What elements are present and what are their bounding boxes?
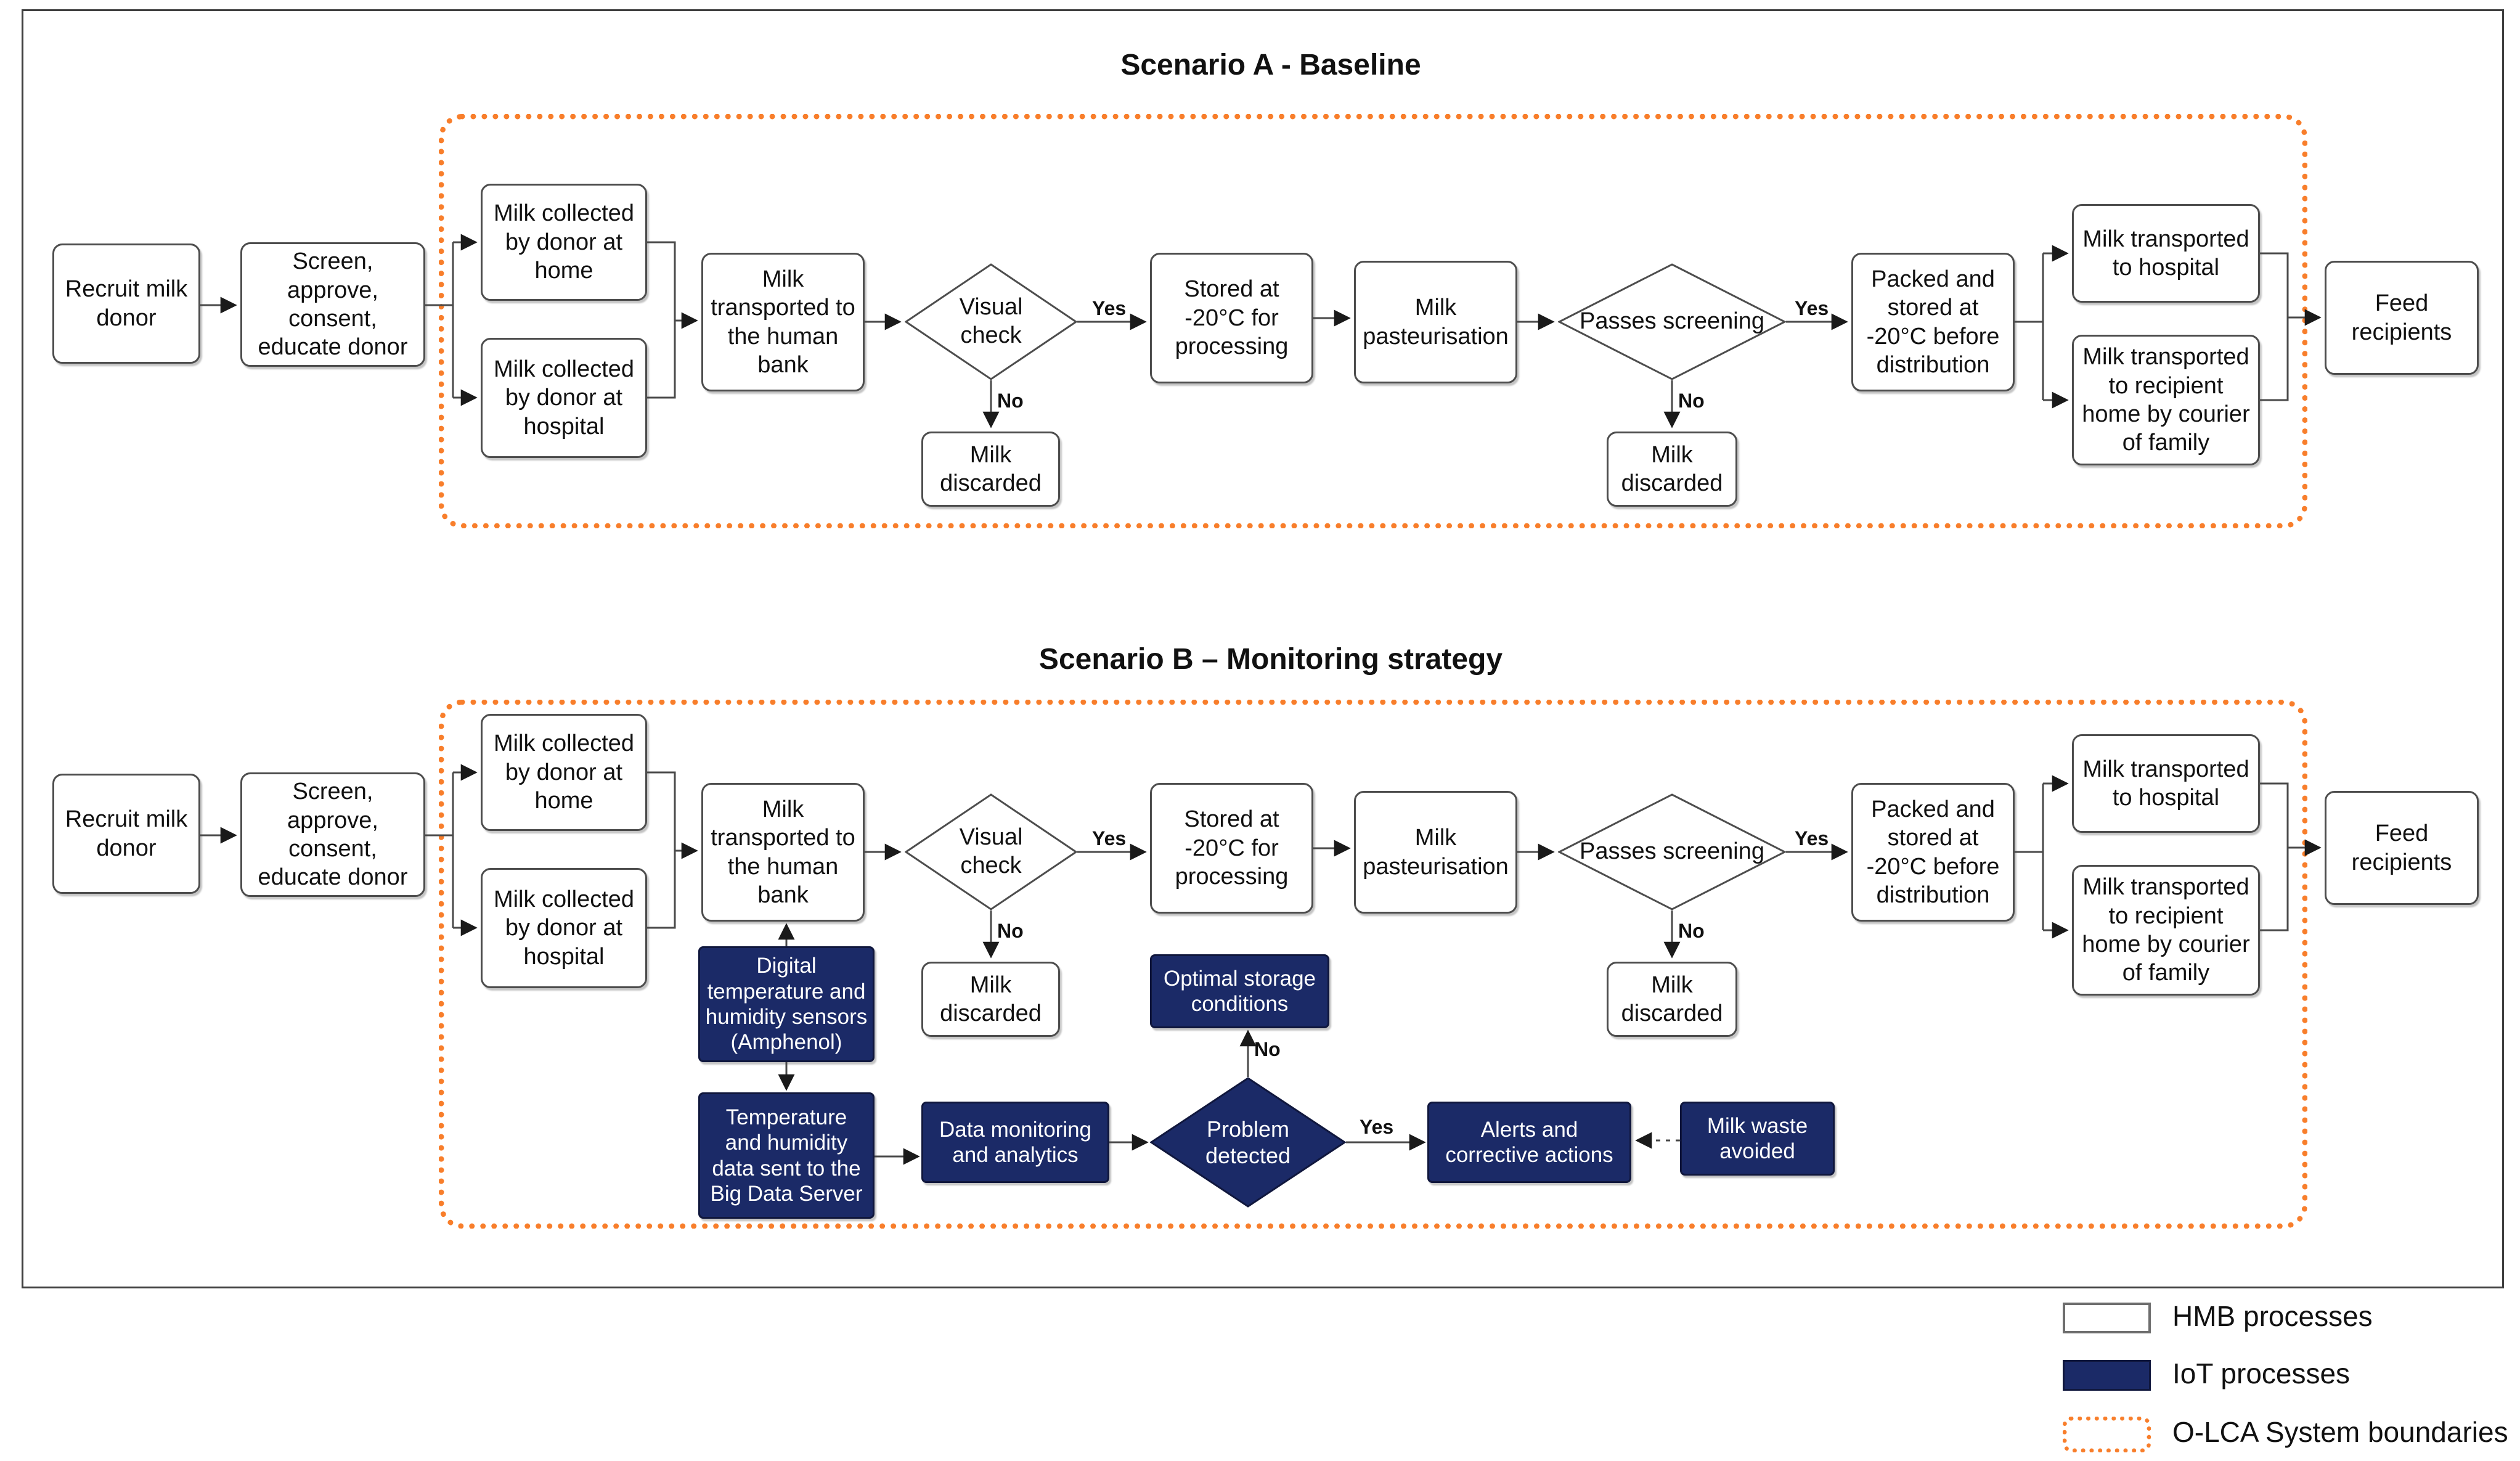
milk-transported-bank-b: Milk transported to the human bank (701, 783, 865, 922)
milk-collected-hospital-b: Milk collected by donor at hospital (481, 868, 647, 988)
milk-collected-home-b: Milk collected by donor at home (481, 714, 647, 831)
data-monitoring-analytics-iot: Data monitoring and analytics (921, 1102, 1109, 1183)
passes-screening-decision-b: Passes screening (1558, 793, 1786, 911)
no-label-screening-b: No (1678, 920, 1705, 942)
alerts-corrective-actions-iot: Alerts and corrective actions (1427, 1102, 1631, 1183)
diamond-shape (905, 793, 1077, 911)
legend-iot-label: IoT processes (2172, 1357, 2351, 1389)
legend-hmb-swatch (2063, 1303, 2151, 1333)
olca-boundary-scenario-b (439, 700, 2307, 1229)
diamond-shape (1150, 1077, 1346, 1208)
milk-transported-recipient-b: Milk transported to recipient home by co… (2072, 865, 2260, 996)
milk-discarded-screening-a: Milk discarded (1607, 432, 1737, 507)
milk-collected-hospital-a: Milk collected by donor at hospital (481, 338, 647, 458)
olca-boundary-scenario-a (439, 114, 2307, 528)
problem-detected-decision-iot: Problem detected (1150, 1077, 1346, 1208)
visual-check-decision-b: Visual check (905, 793, 1077, 911)
legend-olca-swatch (2063, 1417, 2151, 1452)
stored-for-processing-a: Stored at -20°C for processing (1150, 253, 1313, 383)
milk-transported-hospital-b: Milk transported to hospital (2072, 734, 2260, 833)
legend-iot-swatch (2063, 1360, 2151, 1391)
legend-hmb-label: HMB processes (2172, 1300, 2373, 1332)
yes-label-screening-b: Yes (1795, 827, 1829, 849)
milk-discarded-visual-b: Milk discarded (921, 962, 1060, 1037)
milk-transported-hospital-a: Milk transported to hospital (2072, 204, 2260, 303)
diagram-outer-frame (22, 9, 2504, 1288)
optimal-storage-conditions-iot: Optimal storage conditions (1150, 954, 1329, 1028)
milk-transported-bank-a: Milk transported to the human bank (701, 253, 865, 391)
diamond-shape (1558, 263, 1786, 380)
yes-label-visual-b: Yes (1092, 827, 1127, 849)
yes-label-screening-a: Yes (1795, 297, 1829, 319)
milk-discarded-screening-b: Milk discarded (1607, 962, 1737, 1037)
diamond-shape (905, 263, 1077, 380)
packed-stored-distribution-a: Packed and stored at -20°C before distri… (1851, 253, 2015, 391)
milk-pasteurisation-a: Milk pasteurisation (1354, 261, 1517, 383)
yes-label-problem-iot: Yes (1360, 1116, 1394, 1138)
feed-recipients-a: Feed recipients (2325, 261, 2479, 375)
no-label-visual-b: No (997, 920, 1024, 942)
scenario-b-title: Scenario B – Monitoring strategy (1038, 643, 1503, 676)
diamond-shape (1558, 793, 1786, 911)
yes-label-visual-a: Yes (1092, 297, 1127, 319)
milk-discarded-visual-a: Milk discarded (921, 432, 1060, 507)
milk-waste-avoided-iot: Milk waste avoided (1680, 1102, 1835, 1176)
passes-screening-decision-a: Passes screening (1558, 263, 1786, 380)
visual-check-decision-a: Visual check (905, 263, 1077, 380)
scenario-a-title: Scenario A - Baseline (1120, 49, 1421, 81)
screen-approve-consent-b: Screen, approve, consent, educate donor (240, 772, 425, 897)
no-label-problem-iot: No (1254, 1038, 1281, 1060)
legend-olca-label: O-LCA System boundaries (2172, 1416, 2508, 1448)
stored-for-processing-b: Stored at -20°C for processing (1150, 783, 1313, 914)
milk-collected-home-a: Milk collected by donor at home (481, 184, 647, 301)
feed-recipients-b: Feed recipients (2325, 791, 2479, 905)
screen-approve-consent-a: Screen, approve, consent, educate donor (240, 242, 425, 367)
data-sent-big-data-server-iot: Temperature and humidity data sent to th… (698, 1092, 875, 1219)
milk-pasteurisation-b: Milk pasteurisation (1354, 791, 1517, 914)
no-label-visual-a: No (997, 390, 1024, 412)
packed-stored-distribution-b: Packed and stored at -20°C before distri… (1851, 783, 2015, 922)
recruit-milk-donor-b: Recruit milk donor (52, 774, 200, 894)
milk-transported-recipient-a: Milk transported to recipient home by co… (2072, 335, 2260, 465)
no-label-screening-a: No (1678, 390, 1705, 412)
recruit-milk-donor-a: Recruit milk donor (52, 243, 200, 364)
digital-sensors-iot: Digital temperature and humidity sensors… (698, 946, 875, 1062)
